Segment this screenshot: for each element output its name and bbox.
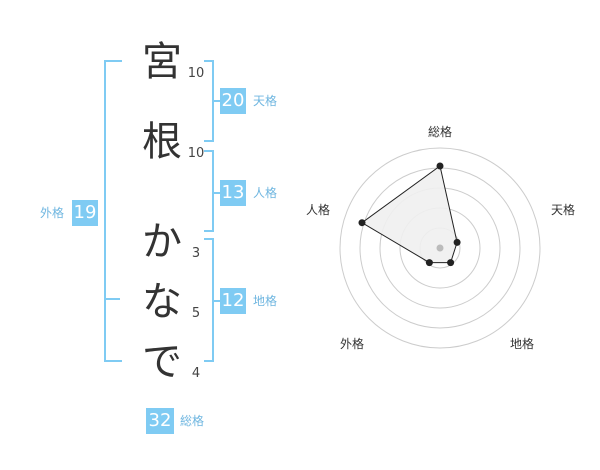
stroke-count-given-2: 5 [191, 306, 201, 321]
gaikaku-label: 外格 [40, 206, 65, 220]
radar-label-tenkaku: 天格 [551, 203, 576, 217]
jinkaku-bracket-tick [212, 192, 220, 194]
stroke-count-surname-2: 10 [187, 146, 205, 161]
radar-point-2 [453, 238, 461, 246]
radar-label-chikaku: 地格 [510, 337, 535, 351]
chikaku-value: 12 [220, 288, 246, 314]
soukaku-value: 32 [146, 408, 174, 434]
gaikaku-bracket [104, 60, 122, 362]
radar-point-5 [358, 219, 366, 227]
radar-label-gaikaku: 外格 [340, 337, 365, 351]
radar-chart [339, 147, 541, 349]
radar-point-4 [425, 259, 433, 267]
chikaku-bracket-tick [212, 300, 220, 302]
given-char-1: か [142, 219, 182, 265]
radar-center [436, 244, 444, 252]
given-char-2: な [142, 279, 182, 325]
tenkaku-bracket-tick [212, 100, 220, 102]
radar-point-1 [436, 162, 444, 170]
surname-char-2: 根 [142, 119, 182, 165]
chikaku-label: 地格 [253, 294, 278, 308]
radar-polygon [361, 165, 458, 264]
gaikaku-bracket-divider [104, 298, 120, 300]
tenkaku-label: 天格 [253, 94, 278, 108]
jinkaku-label: 人格 [253, 186, 278, 200]
jinkaku-bracket [204, 150, 214, 232]
jinkaku-value: 13 [220, 180, 246, 206]
radar-label-soukaku: 総格 [428, 125, 453, 139]
gaikaku-value: 19 [72, 200, 98, 226]
stroke-count-surname-1: 10 [187, 66, 205, 81]
tenkaku-value: 20 [220, 88, 246, 114]
radar-label-jinkaku: 人格 [306, 203, 331, 217]
radar-point-3 [447, 259, 455, 267]
stroke-count-given-3: 4 [191, 366, 201, 381]
soukaku-label: 総格 [180, 414, 205, 428]
radar-ring [339, 147, 541, 349]
stroke-count-given-1: 3 [191, 246, 201, 261]
surname-char-1: 宮 [142, 39, 182, 85]
given-char-3: で [142, 339, 182, 385]
